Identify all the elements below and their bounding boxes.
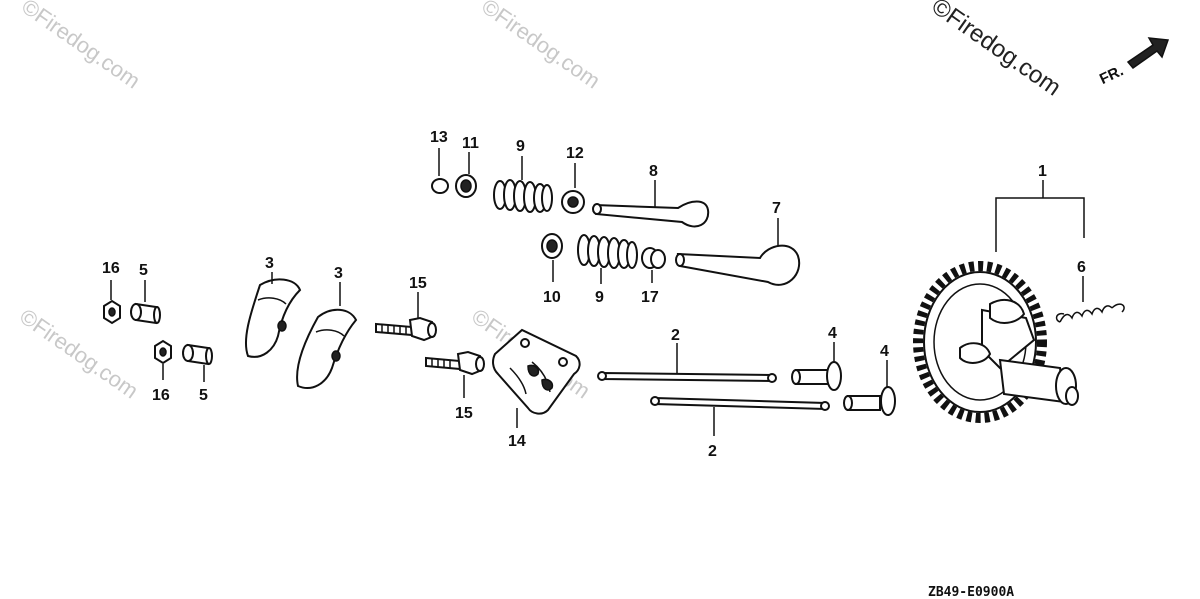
front-direction-arrow: FR. [1097,37,1170,88]
callout-12: 12 [566,145,584,162]
callout-10: 10 [543,289,561,306]
callout-15-upper: 15 [409,275,427,292]
callout-15-lower: 15 [455,405,473,422]
callout-17: 17 [641,289,659,306]
part-14-pushrod-guide-plate [492,328,581,415]
part-15-stud-upper [375,316,437,342]
callout-13: 13 [430,129,448,146]
callout-2-lower: 2 [708,443,717,460]
part-3-rocker-arm-left [244,278,302,358]
watermark-top-left: ©Firedog.com [17,0,145,94]
part-17-valve-retainer [641,247,666,269]
callout-7: 7 [772,200,781,217]
part-6-return-spring [1055,303,1125,323]
part-9-valve-spring-upper [493,179,553,213]
callout-9-lower: 9 [595,289,604,306]
part-4-valve-lifter-lower [843,386,896,416]
drawing-reference-code: ZB49-E0900A [928,585,1014,599]
part-4-valve-lifter-upper [791,361,842,391]
part-5-rocker-pivot-lower [182,343,213,366]
part-15-stud-lower [425,350,485,376]
part-2-pushrod-upper [597,371,777,383]
callout-4-upper: 4 [828,325,837,342]
callout-5-lower: 5 [199,387,208,404]
callout-9-upper: 9 [516,138,525,155]
callout-4-lower: 4 [880,343,889,360]
callout-16-upper: 16 [102,260,120,277]
direction-label: FR. [1097,62,1126,88]
callout-2-upper: 2 [671,327,680,344]
callout-8: 8 [649,163,658,180]
callout-14: 14 [508,433,526,450]
part-16-nut-lower [154,339,172,365]
part-11-valve-retainer [455,174,477,198]
part-16-nut-upper [103,299,121,325]
part-9-valve-spring-lower [577,234,638,269]
part-10-valve-seat [541,233,563,259]
watermark-main: ©Firedog.com [927,0,1066,102]
callout-6: 6 [1077,259,1086,276]
part-1-camshaft-gear [913,261,1079,423]
part-7-intake-valve [675,244,801,286]
callout-3-right: 3 [334,265,343,282]
callout-11: 11 [462,135,479,152]
callout-3-left: 3 [265,255,274,272]
watermark-top-center: ©Firedog.com [477,0,605,94]
watermark-mid-left: ©Firedog.com [15,304,143,404]
part-5-rocker-pivot-upper [130,302,161,325]
part-3-rocker-arm-right [296,308,358,389]
part-12-valve-seal [561,190,585,214]
part-8-exhaust-valve [592,200,710,228]
callout-16-lower: 16 [152,387,170,404]
callout-1: 1 [1038,163,1047,180]
part-13-valve-cap [431,178,449,194]
callout-5-upper: 5 [139,262,148,279]
part-2-pushrod-lower [650,396,830,411]
